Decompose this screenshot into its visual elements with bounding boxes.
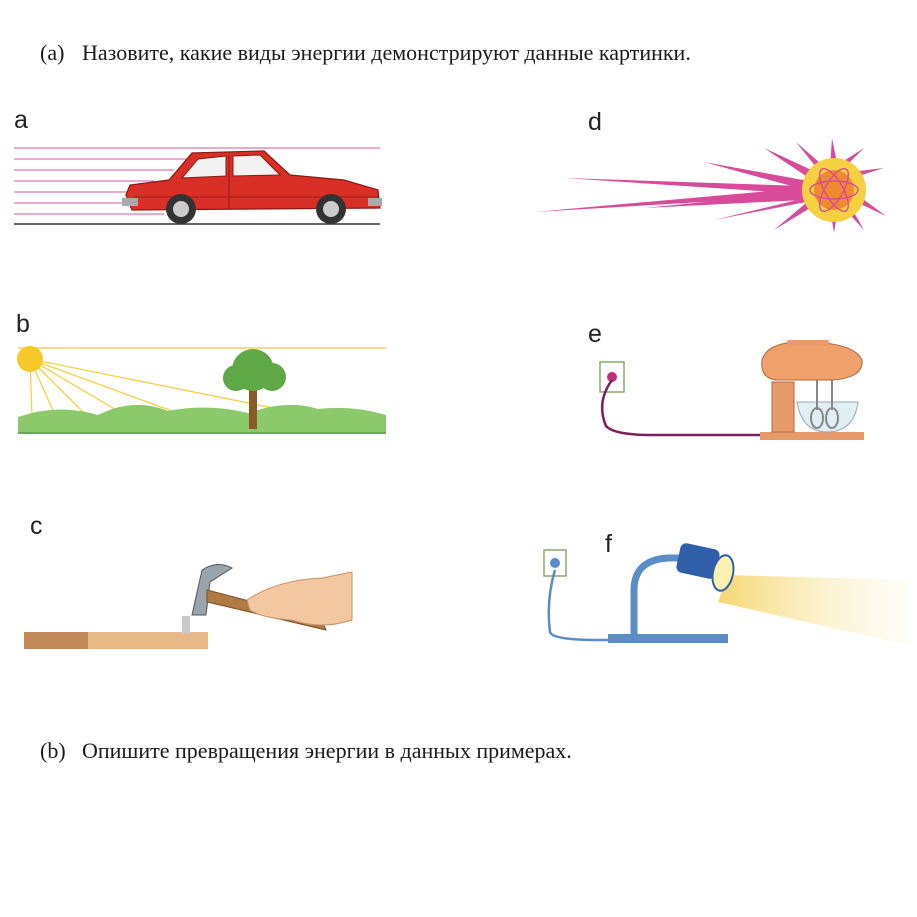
sun-tree-landscape-icon — [17, 346, 386, 434]
car-icon — [14, 147, 382, 225]
desk-lamp-icon — [543, 543, 908, 645]
question-b-marker: (b) — [40, 738, 66, 763]
picture-letter-b: b — [16, 310, 30, 338]
question-b-text: Опишите превращения энергии в данных при… — [82, 738, 572, 763]
question-b: (b) Опишите превращения энергии в данных … — [40, 738, 572, 764]
picture-letter-d: d — [588, 108, 602, 136]
picture-letter-e: e — [588, 320, 602, 348]
question-a-marker: (a) — [40, 40, 65, 65]
question-a-text: Назовите, какие виды энергии демонстриру… — [82, 40, 691, 65]
picture-letter-c: c — [30, 512, 43, 540]
radiating-atom-icon — [534, 138, 886, 233]
picture-letter-f: f — [605, 530, 612, 558]
question-a: (a) Назовите, какие виды энергии демонстр… — [40, 40, 691, 66]
picture-letter-a: a — [14, 106, 28, 134]
electric-mixer-icon — [599, 340, 864, 440]
hammer-nail-icon — [24, 564, 353, 649]
